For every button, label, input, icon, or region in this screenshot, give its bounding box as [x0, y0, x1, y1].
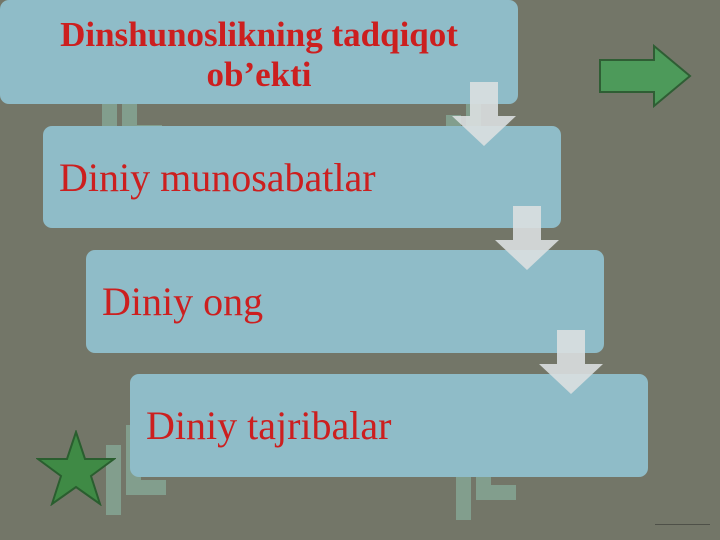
step-label: Diniy tajribalar: [146, 403, 392, 448]
diagram-title-box: Dinshunoslikning tadqiqot ob’ekti: [0, 0, 518, 104]
divider: [655, 524, 710, 525]
diagram-title-line2: ob’ekti: [206, 55, 312, 94]
diagram-title-line1: Dinshunoslikning tadqiqot: [60, 15, 458, 54]
step-box-1: Diniy munosabatlar: [43, 126, 561, 228]
step-label: Diniy ong: [102, 279, 264, 324]
step-box-2: Diniy ong: [86, 250, 604, 353]
down-arrow-icon: [539, 330, 603, 394]
diagram-title: Dinshunoslikning tadqiqot ob’ekti: [60, 15, 458, 95]
down-arrow-icon: [495, 206, 559, 270]
right-arrow-icon[interactable]: [598, 44, 694, 108]
step-box-3: Diniy tajribalar: [130, 374, 648, 477]
step-label: Diniy munosabatlar: [59, 154, 376, 200]
star-icon: [36, 430, 116, 506]
down-arrow-icon: [452, 82, 516, 146]
